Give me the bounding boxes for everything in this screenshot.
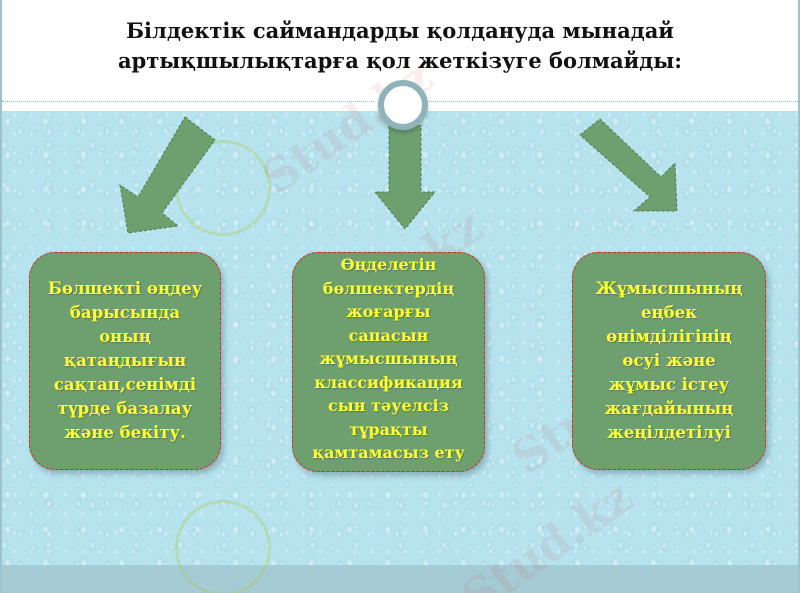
arrow-down-right-icon	[575, 115, 685, 215]
arrow-down-icon	[372, 125, 438, 231]
title-line-1: Білдектік саймандарды қолдануда мынадай	[126, 18, 674, 43]
arrow-down-left-icon	[115, 115, 225, 240]
benefit-card-1-text: Бөлшекті өңдеу барысында оның қатаңдығын…	[47, 279, 203, 442]
slide-frame-right	[798, 0, 800, 593]
benefit-card-2: Өңделетін бөлшектердің жоғарғы сапасын ж…	[292, 252, 485, 472]
benefit-card-1: Бөлшекті өңдеу барысында оның қатаңдығын…	[29, 252, 221, 470]
divider-left	[2, 101, 374, 102]
slide-title: Білдектік саймандарды қолдануда мынадай …	[0, 16, 800, 76]
footer-band	[0, 565, 800, 593]
circle-ornament	[378, 80, 428, 130]
benefit-card-2-text: Өңделетін бөлшектердің жоғарғы сапасын ж…	[312, 255, 465, 463]
divider-right	[426, 101, 798, 102]
benefit-card-3: Жұмысшының еңбек өнімділігінің өсуі және…	[572, 252, 766, 470]
title-line-2: артықшылықтарға қол жеткізуге болмайды:	[117, 48, 683, 73]
benefit-card-3-text: Жұмысшының еңбек өнімділігінің өсуі және…	[595, 279, 743, 442]
slide-frame-left	[0, 0, 2, 593]
